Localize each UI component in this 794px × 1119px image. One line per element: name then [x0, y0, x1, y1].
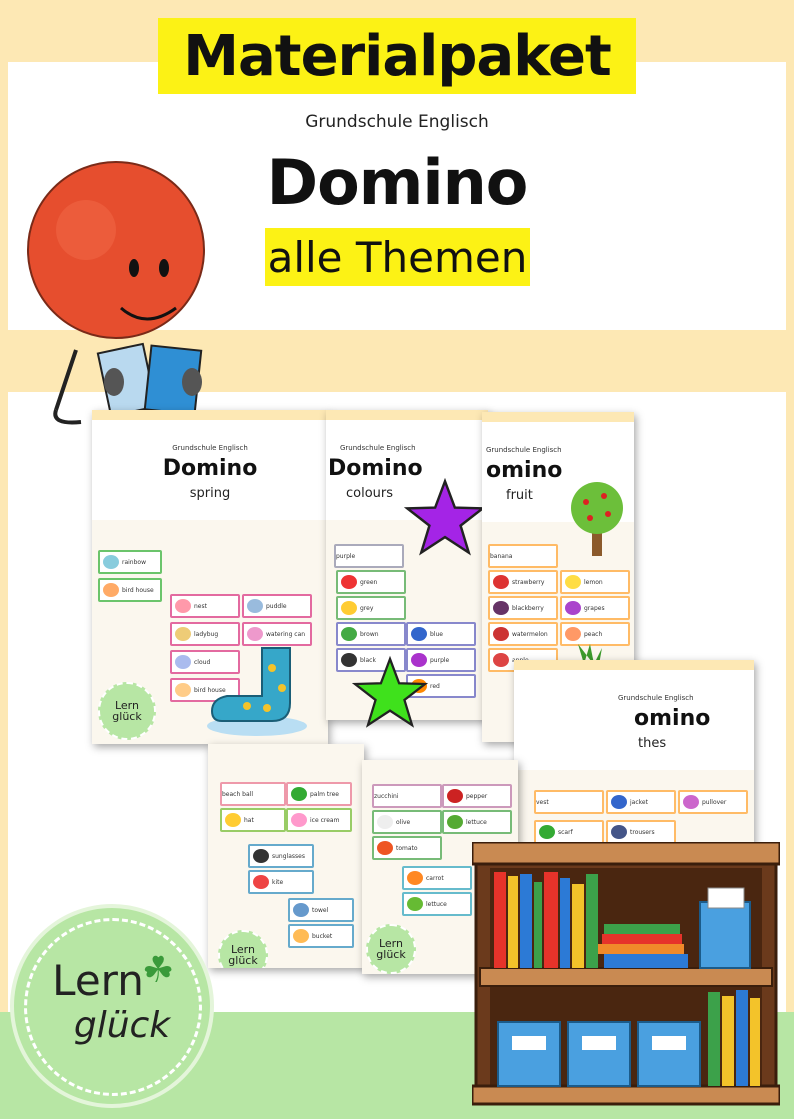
domino-tile: trousers: [606, 820, 676, 844]
card-header: Grundschule Englisch omino thes: [514, 660, 754, 780]
domino-tile: bucket: [288, 924, 354, 948]
lernglueck-logo: ☘ Lern glück: [14, 908, 210, 1104]
domino-tile: lettuce: [442, 810, 512, 834]
card-topic: fruit: [506, 488, 533, 503]
card-subtitle: Grundschule Englisch: [340, 444, 416, 452]
theme-banner: alle Themen: [265, 228, 530, 286]
domino-tile: puddle: [242, 594, 312, 618]
card-subtitle: Grundschule Englisch: [618, 694, 694, 702]
card-topic: thes: [638, 736, 667, 751]
domino-tile: palm tree: [286, 782, 352, 806]
domino-tile: sunglasses: [248, 844, 314, 868]
card-subtitle: Grundschule Englisch: [172, 444, 248, 452]
domino-tile: olive: [372, 810, 442, 834]
domino-tile: vest: [534, 790, 604, 814]
domino-tile: brown: [336, 622, 406, 646]
domino-tile: kite: [248, 870, 314, 894]
card-title: omino: [634, 706, 711, 731]
theme-text: alle Themen: [267, 232, 528, 282]
domino-tile: banana: [488, 544, 558, 568]
domino-tile: scarf: [534, 820, 604, 844]
domino-tile: blue: [406, 622, 476, 646]
card-subtitle: Grundschule Englisch: [486, 446, 562, 454]
domino-tile: blackberry: [488, 596, 558, 620]
domino-tile: grapes: [560, 596, 630, 620]
clover-icon: ☘: [142, 950, 175, 991]
domino-tile: strawberry: [488, 570, 558, 594]
domino-tile: rainbow: [98, 550, 162, 574]
card-header: Grundschule Englisch Domino spring: [92, 410, 328, 530]
card-topic: spring: [189, 486, 231, 501]
domino-tile: lettuce: [402, 892, 472, 916]
bookshelf-illustration: [472, 842, 780, 1106]
mascot-ball-illustration: [27, 161, 205, 425]
domino-tile: zucchini: [372, 784, 442, 808]
card-title: omino: [486, 458, 563, 483]
logo-dashed-ring: [24, 918, 202, 1096]
domino-tile: carrot: [402, 866, 472, 890]
domino-tile: tomato: [372, 836, 442, 860]
domino-tile: pepper: [442, 784, 512, 808]
domino-tile: towel: [288, 898, 354, 922]
domino-tile: lemon: [560, 570, 630, 594]
materialpaket-banner: Materialpaket: [158, 18, 636, 94]
domino-tile: cloud: [170, 650, 240, 674]
page-subtitle: Grundschule Englisch: [305, 112, 489, 132]
domino-card-clothes: Grundschule Englisch omino thes vest jac…: [514, 660, 754, 850]
domino-tile: peach: [560, 622, 630, 646]
apple-tree-illustration: [571, 482, 623, 556]
domino-card-summer: beach ball palm tree hat ice cream sungl…: [208, 744, 364, 968]
domino-tile: hat: [220, 808, 286, 832]
domino-card-colours: Grundschule Englisch Domino colours purp…: [326, 410, 488, 720]
domino-tile: ice cream: [286, 808, 352, 832]
domino-tile: watering can: [242, 622, 312, 646]
domino-tile: nest: [170, 594, 240, 618]
purple-star-icon: [404, 478, 486, 556]
domino-tile: ladybug: [170, 622, 240, 646]
page-title: Domino: [266, 146, 529, 219]
card-title: Domino: [328, 456, 423, 481]
green-star-icon: [352, 655, 428, 728]
domino-tile: green: [336, 570, 406, 594]
domino-tile: purple: [334, 544, 404, 568]
banner-text: Materialpaket: [183, 23, 611, 89]
domino-tile: purple: [406, 648, 476, 672]
card-header: Grundschule Englisch Domino colours: [326, 410, 488, 530]
domino-tile: jacket: [606, 790, 676, 814]
domino-tile: grey: [336, 596, 406, 620]
domino-tile: bird house: [98, 578, 162, 602]
domino-tile: beach ball: [220, 782, 286, 806]
card-title: Domino: [162, 456, 258, 481]
rain-boot-illustration: [207, 647, 307, 736]
domino-card-spring: Grundschule Englisch Domino spring nest …: [92, 410, 328, 744]
domino-tile: watermelon: [488, 622, 558, 646]
card-topic: colours: [346, 486, 394, 501]
domino-tile: pullover: [678, 790, 748, 814]
